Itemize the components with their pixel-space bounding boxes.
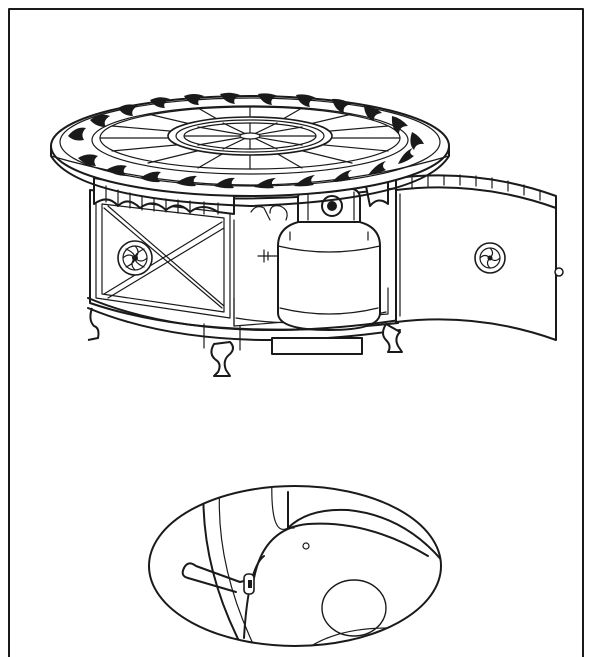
tabletop	[50, 92, 450, 207]
regulator-hose	[250, 206, 271, 221]
figure-frame	[8, 8, 584, 657]
border	[8, 8, 584, 657]
burner-icon	[167, 116, 333, 156]
filigree-band	[68, 92, 424, 189]
detail-callout-icon	[148, 485, 442, 647]
foot-right	[382, 323, 403, 353]
medallion-icon	[117, 240, 153, 276]
base-ring	[87, 297, 403, 377]
fire-table-icon	[50, 92, 564, 377]
cabinet-door-icon	[395, 174, 564, 341]
foot-left	[87, 307, 100, 341]
propane-tank-icon	[257, 187, 381, 331]
foot-front	[210, 341, 234, 377]
door-medallion-icon	[474, 242, 506, 274]
fire-table-diagram	[8, 8, 584, 657]
